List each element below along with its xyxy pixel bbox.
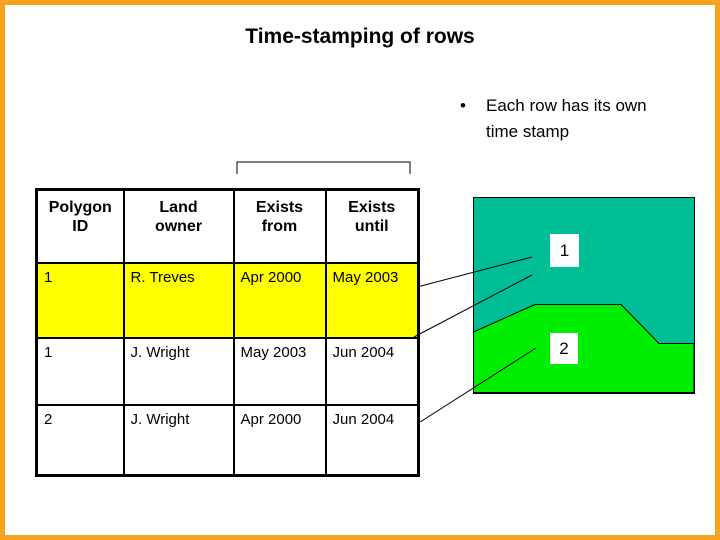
cell-land-owner: J. Wright <box>122 337 235 406</box>
bullet-text: Each row has its own time stamp <box>486 96 647 141</box>
cell-exists-from: Apr 2000 <box>232 262 327 339</box>
connector-line-row2-to-region1 <box>413 274 533 338</box>
bullet-item: • Each row has its own time stamp <box>460 93 686 145</box>
table-row: 1 J. Wright May 2003 Jun 2004 <box>35 337 420 406</box>
cell-exists-from: Apr 2000 <box>232 404 327 477</box>
land-owner-table: Polygon ID Land owner Exists from Exists… <box>35 188 420 477</box>
column-header-land-owner: Land owner <box>122 188 235 264</box>
cell-exists-until: Jun 2004 <box>324 404 420 477</box>
column-header-exists-until: Exists until <box>324 188 420 264</box>
cell-land-owner: J. Wright <box>122 404 235 477</box>
bullet-marker: • <box>460 96 466 115</box>
table-row: 2 J. Wright Apr 2000 Jun 2004 <box>35 404 420 477</box>
region-1-polygon <box>473 197 695 394</box>
header-line: owner <box>154 218 203 235</box>
header-line: from <box>261 218 298 235</box>
header-line: Land <box>159 199 198 216</box>
column-header-polygon-id: Polygon ID <box>35 188 125 264</box>
connector-line-row3-to-region2 <box>416 347 537 425</box>
cell-polygon-id: 1 <box>35 337 125 406</box>
header-line: Exists <box>255 199 304 216</box>
header-line: Exists <box>348 199 396 216</box>
header-line: until <box>354 218 389 235</box>
header-line: Polygon <box>48 199 112 216</box>
slide-title: Time-stamping of rows <box>245 25 475 48</box>
cell-exists-from: May 2003 <box>232 337 327 406</box>
table-header-row: Polygon ID Land owner Exists from Exists… <box>35 188 420 264</box>
header-line: ID <box>72 218 89 235</box>
region-2-polygon <box>473 304 695 393</box>
cell-polygon-id: 2 <box>35 404 125 477</box>
columns-bracket <box>236 161 411 174</box>
cell-exists-until: May 2003 <box>324 262 420 339</box>
column-header-exists-from: Exists from <box>232 188 327 264</box>
cell-land-owner: R. Treves <box>122 262 235 339</box>
region-label-1: 1 <box>550 234 579 267</box>
cell-polygon-id: 1 <box>35 262 125 339</box>
table-row: 1 R. Treves Apr 2000 May 2003 <box>35 262 420 339</box>
region-label-2: 2 <box>550 333 578 364</box>
cell-exists-until: Jun 2004 <box>324 337 420 406</box>
connector-line-row1-to-region1 <box>416 256 533 288</box>
